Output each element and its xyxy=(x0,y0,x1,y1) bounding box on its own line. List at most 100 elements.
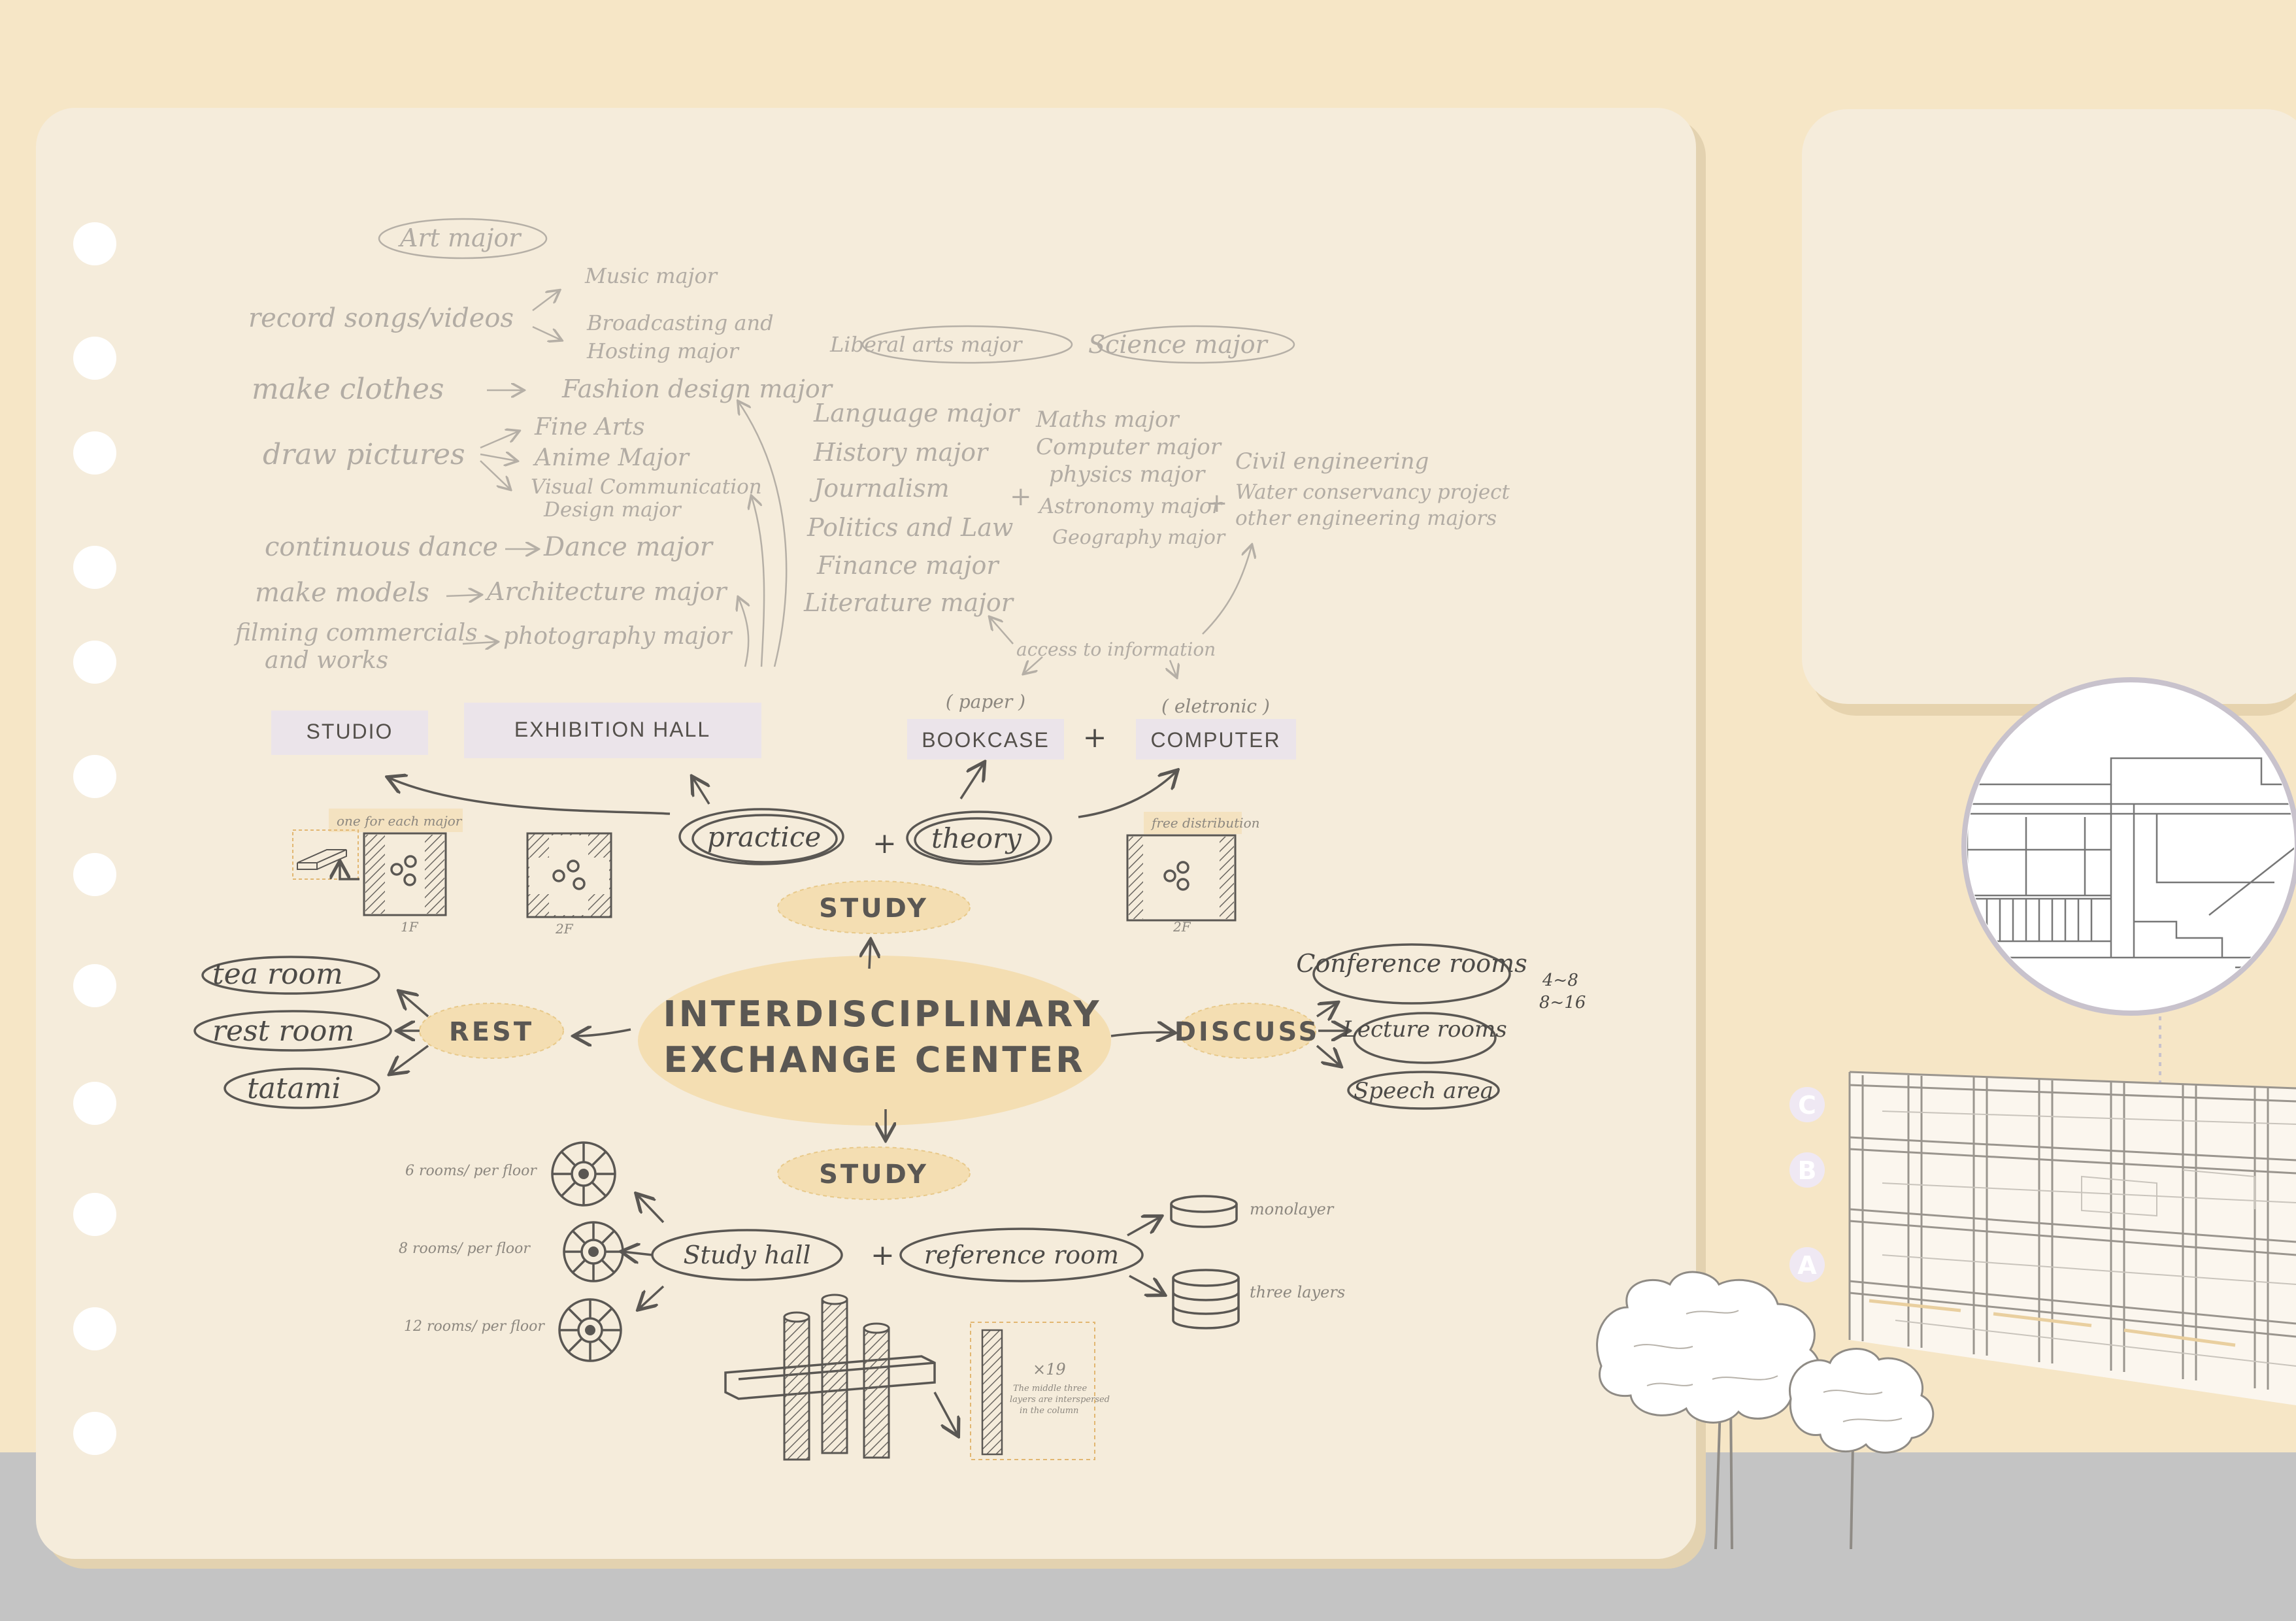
art-major-item: Fashion design major xyxy=(561,375,834,403)
liberal-science-section: Liberal arts major Science major Languag… xyxy=(803,325,1510,677)
floor-label: 2F xyxy=(555,921,574,937)
art-major-item: photography major xyxy=(503,623,733,650)
electronic-note: ( eletronic ) xyxy=(1161,695,1270,717)
tree-illustration xyxy=(1596,1271,1935,1550)
binder-hole xyxy=(73,1307,116,1350)
monolayer-shelf xyxy=(1170,1195,1238,1228)
discuss-item: Speech area xyxy=(1354,1078,1493,1104)
bookcase-label: BOOKCASE xyxy=(922,728,1050,752)
study-top-section: practice + theory STUDY one for each maj… xyxy=(292,763,1260,937)
shelf-note-line: The middle three xyxy=(1013,1384,1087,1394)
science-oval xyxy=(1097,325,1295,364)
engineering-major: other engineering majors xyxy=(1235,507,1497,530)
art-source: and works xyxy=(265,647,388,674)
center-title-line1: INTERDISCIPLINARY xyxy=(663,994,1102,1035)
discuss-section: DISCUSS Conference rooms 4~8 8~16 Lectur… xyxy=(1174,943,1586,1110)
art-major-title: Art major xyxy=(398,224,522,252)
level-label: C xyxy=(1798,1091,1816,1120)
rest-item: tatami xyxy=(247,1072,341,1105)
capacity-note: 8~16 xyxy=(1539,993,1586,1012)
art-major-oval xyxy=(378,218,548,259)
studio-label: STUDIO xyxy=(307,720,393,743)
rest-room-oval xyxy=(193,1010,392,1052)
art-section: Art major record songs/videos make cloth… xyxy=(233,218,834,674)
liberal-arts-title: Liberal arts major xyxy=(829,332,1023,357)
art-source: record songs/videos xyxy=(248,303,514,333)
theory-label: theory xyxy=(931,822,1022,854)
computer-plan-2f xyxy=(1126,834,1237,922)
plus-sign: + xyxy=(873,827,897,860)
science-major: physics major xyxy=(1049,461,1206,488)
speech-oval xyxy=(1347,1071,1500,1110)
floor-label: 1F xyxy=(401,919,419,935)
discuss-bubble xyxy=(1178,1003,1316,1059)
rooms-note: 12 rooms/ per floor xyxy=(404,1318,545,1335)
rest-label: REST xyxy=(449,1017,534,1047)
computer-box xyxy=(1136,719,1296,760)
liberal-major: Finance major xyxy=(816,551,1000,580)
space-labels: STUDIO EXHIBITION HALL ( paper ) BOOKCAS… xyxy=(271,691,1296,760)
note-free-distribution: free distribution xyxy=(1150,815,1260,831)
art-major-item: Visual Communication xyxy=(531,475,762,499)
binder-hole xyxy=(73,853,116,896)
access-label: access to information xyxy=(1016,639,1216,660)
note-tag xyxy=(329,809,463,832)
liberal-major: Politics and Law xyxy=(807,513,1013,542)
art-source: make models xyxy=(255,578,429,608)
art-major-item: Broadcasting and xyxy=(586,310,774,335)
engineering-major: Civil engineering xyxy=(1235,448,1429,475)
art-major-item: Hosting major xyxy=(586,339,740,363)
exhibition-label: EXHIBITION HALL xyxy=(514,718,710,741)
art-major-item: Fine Arts xyxy=(534,414,645,441)
shelf-beam-sketch xyxy=(724,1294,957,1461)
detail-magnifier xyxy=(1961,677,2296,1016)
lecture-oval xyxy=(1353,1012,1497,1064)
study-bubble-bottom xyxy=(777,1146,971,1200)
art-major-item: Design major xyxy=(543,498,682,522)
binder-hole xyxy=(73,641,116,684)
engineering-major: Water conservancy project xyxy=(1235,480,1510,504)
info-card xyxy=(1802,109,2296,704)
art-source: filming commercials xyxy=(233,620,478,646)
binder-hole xyxy=(73,1193,116,1236)
x19-label: ×19 xyxy=(1033,1360,1066,1379)
bookcase-box xyxy=(907,719,1064,760)
art-source: draw pictures xyxy=(263,438,465,471)
discuss-label: DISCUSS xyxy=(1174,1017,1320,1047)
art-source: continuous dance xyxy=(265,532,498,562)
science-major: Geography major xyxy=(1052,526,1226,549)
shelf-detail-frame xyxy=(970,1322,1095,1460)
practice-oval xyxy=(678,808,844,865)
art-major-item: Architecture major xyxy=(485,577,728,606)
level-badge-a xyxy=(1789,1247,1825,1282)
reference-room-label: reference room xyxy=(924,1241,1119,1269)
science-major: Computer major xyxy=(1036,434,1222,460)
floor-label: 2F xyxy=(1173,919,1191,935)
art-major-item: Anime Major xyxy=(533,444,690,471)
three-layer-shelf xyxy=(1172,1269,1240,1329)
binder-hole xyxy=(73,546,116,589)
science-title: Science major xyxy=(1088,330,1269,359)
study-hall-label: Study hall xyxy=(683,1241,810,1269)
center-ellipse xyxy=(638,956,1111,1126)
binder-hole xyxy=(73,431,116,475)
round-plan-8 xyxy=(563,1221,624,1282)
art-major-item: Dance major xyxy=(543,532,714,562)
liberal-major: Language major xyxy=(813,399,1021,427)
building-frame-illustration: C B A xyxy=(1789,1071,2296,1405)
rest-item: rest room xyxy=(212,1014,354,1048)
binder-hole xyxy=(73,964,116,1007)
binder-hole xyxy=(73,337,116,380)
liberal-arts-oval xyxy=(861,325,1073,364)
rooms-note: 6 rooms/ per floor xyxy=(405,1163,537,1179)
shelf-note-line: in the column xyxy=(1020,1406,1078,1416)
studio-box xyxy=(271,710,428,755)
liberal-major: Literature major xyxy=(803,588,1015,617)
capacity-note: 4~8 xyxy=(1542,971,1578,990)
conference-oval xyxy=(1312,943,1511,1005)
reference-room-oval xyxy=(899,1228,1144,1282)
rest-item: tea room xyxy=(212,958,343,991)
exhibition-box xyxy=(464,703,761,758)
level-badge-c xyxy=(1789,1087,1825,1122)
art-major-item: Music major xyxy=(584,263,718,288)
